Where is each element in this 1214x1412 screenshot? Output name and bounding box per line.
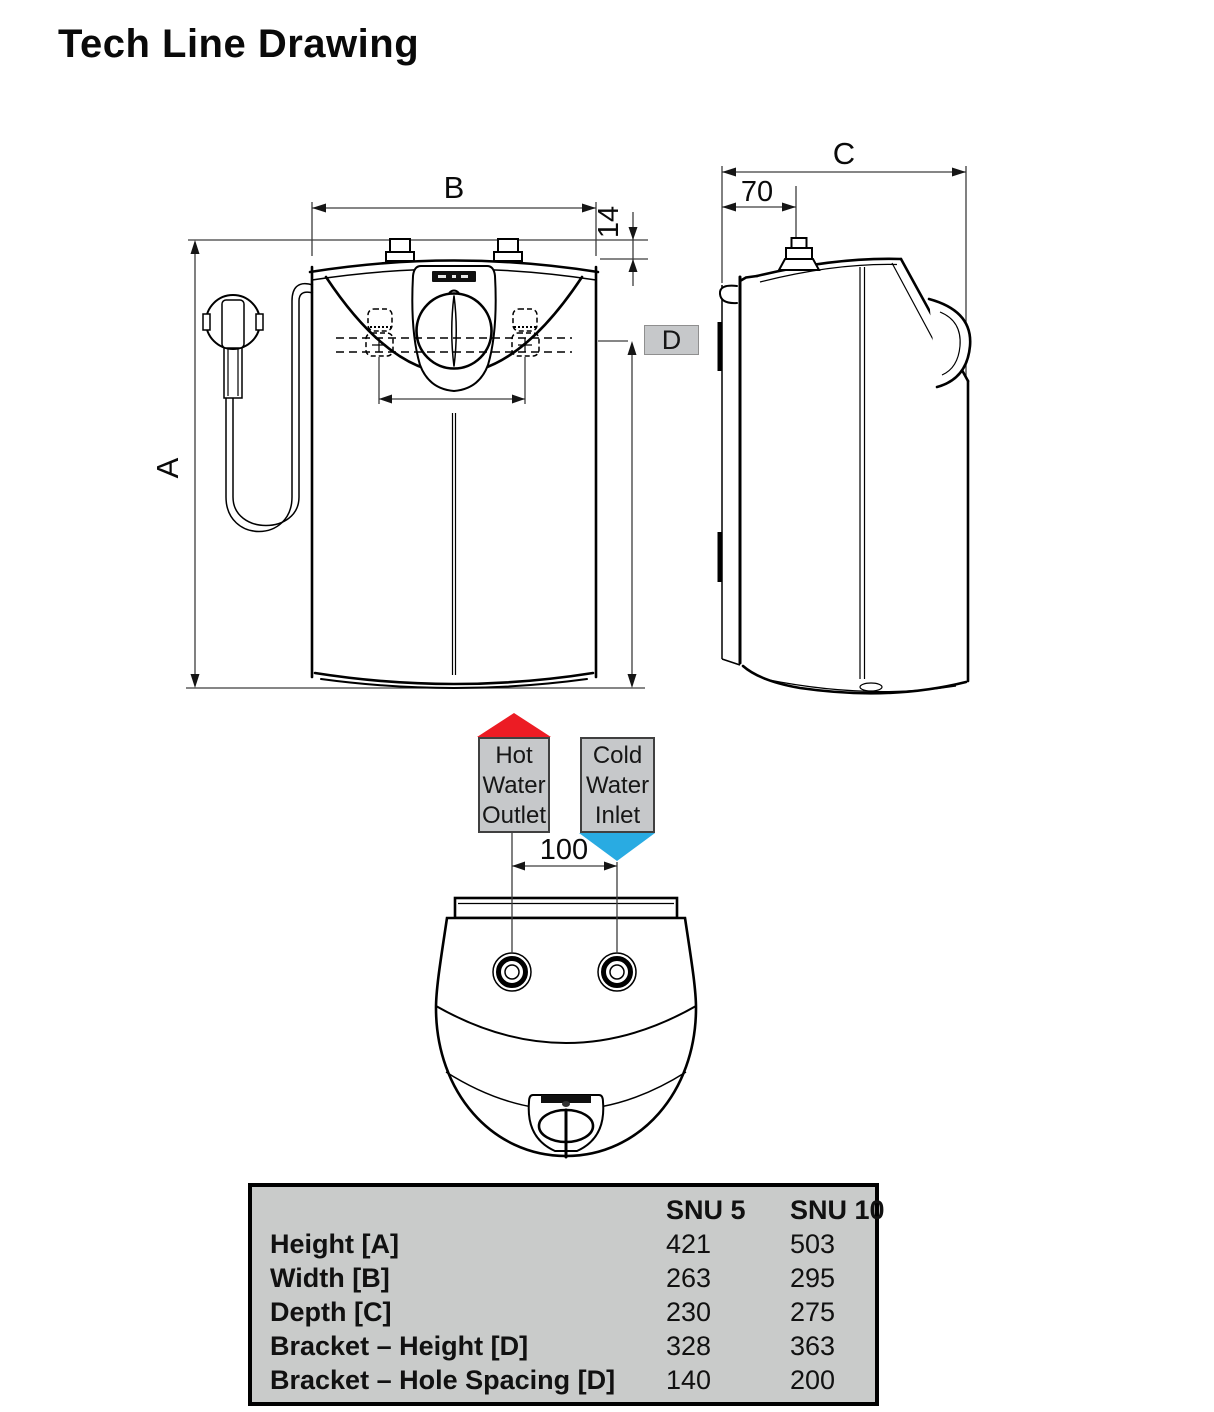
stud-right-flange [493,251,523,262]
bracket-slot-upper [717,322,723,371]
hot-water-pipe [492,952,532,992]
side-body-outline [738,257,970,695]
wall-bracket-profile [717,284,741,666]
spec-value-snu5: 421 [666,1228,712,1259]
side-knob-profile [927,297,972,389]
stud-left-top [389,238,411,253]
spec-value-snu10: 275 [790,1296,836,1327]
mounting-studs [385,238,523,262]
spec-value-snu10: 363 [790,1330,836,1361]
cold-water-inlet-label: Cold Water Inlet [580,737,655,833]
table-row: Width [B] 263 295 [252,1261,875,1295]
dim-label-height-a: A [150,457,185,478]
spec-label: Depth [C] [270,1296,392,1327]
dim-label-bracket-d: D [644,325,699,355]
bracket-slot-lower [717,532,723,582]
control-panel [411,265,497,393]
plug-tab-right [255,313,264,331]
hole-spacing-dimension [378,357,526,404]
side-arrowheads [722,167,966,212]
spec-label: Bracket – Hole Spacing [D] [270,1364,616,1395]
plug-shaft [223,345,243,399]
mounting-bracket-dashed [336,308,572,357]
table-header-row: SNU 5 SNU 10 [252,1193,885,1227]
plug-inner [221,299,245,349]
table-row: Bracket – Hole Spacing [D] 140 200 [252,1363,875,1397]
dim-label-14: 14 [593,206,625,238]
spec-value-snu5: 263 [666,1262,712,1293]
spec-table: SNU 5 SNU 10 Height [A] 421 503 Width [B… [248,1183,885,1406]
page-title: Tech Line Drawing [58,22,420,66]
knob-grip [451,295,457,367]
drain-detail [859,682,883,692]
front-arrowheads [190,203,638,688]
bottom-view: 100 [434,713,698,1159]
spec-label: Bracket – Height [D] [270,1330,529,1361]
spec-value-snu10: 200 [790,1364,836,1395]
front-view: A B 14 [150,170,648,689]
hot-arrow-icon [477,713,551,737]
table-row: Depth [C] 230 275 [252,1295,875,1329]
bottom-knob [527,1094,605,1159]
bottom-wall-bar [453,896,679,920]
hot-water-outlet-label: Hot Water Outlet [478,737,550,833]
stud-left-flange [385,251,415,262]
front-dimension-lines [186,202,648,689]
dim-label-depth-c: C [833,136,855,171]
spec-value-snu5: 328 [666,1330,712,1361]
bracket-hook [718,284,738,305]
dim-label-width-b: B [444,170,465,205]
power-cord [225,282,314,533]
power-plug [202,294,264,399]
dim-label-70: 70 [741,176,773,208]
side-stud [777,237,821,271]
spec-label: Height [A] [270,1228,399,1259]
side-body-fill [740,257,968,690]
side-view: C 70 [717,136,972,695]
table-row: Height [A] 421 503 [252,1227,875,1261]
pipe-spacing-dimension [511,833,618,953]
col-header-snu5: SNU 5 [666,1194,746,1225]
cold-arrow-icon [579,833,655,861]
spec-value-snu5: 140 [666,1364,712,1395]
spec-value-snu5: 230 [666,1296,712,1327]
spec-value-snu10: 295 [790,1262,836,1293]
plug-tab-left [202,313,211,331]
spec-value-snu10: 503 [790,1228,836,1259]
stud-right-top [497,238,519,253]
table-row: Bracket – Height [D] 328 363 [252,1329,875,1363]
cold-water-pipe [597,952,637,992]
col-header-snu10: SNU 10 [790,1194,885,1225]
spec-label: Width [B] [270,1262,390,1293]
dim-label-100: 100 [540,834,588,866]
front-body-outline [308,259,600,689]
